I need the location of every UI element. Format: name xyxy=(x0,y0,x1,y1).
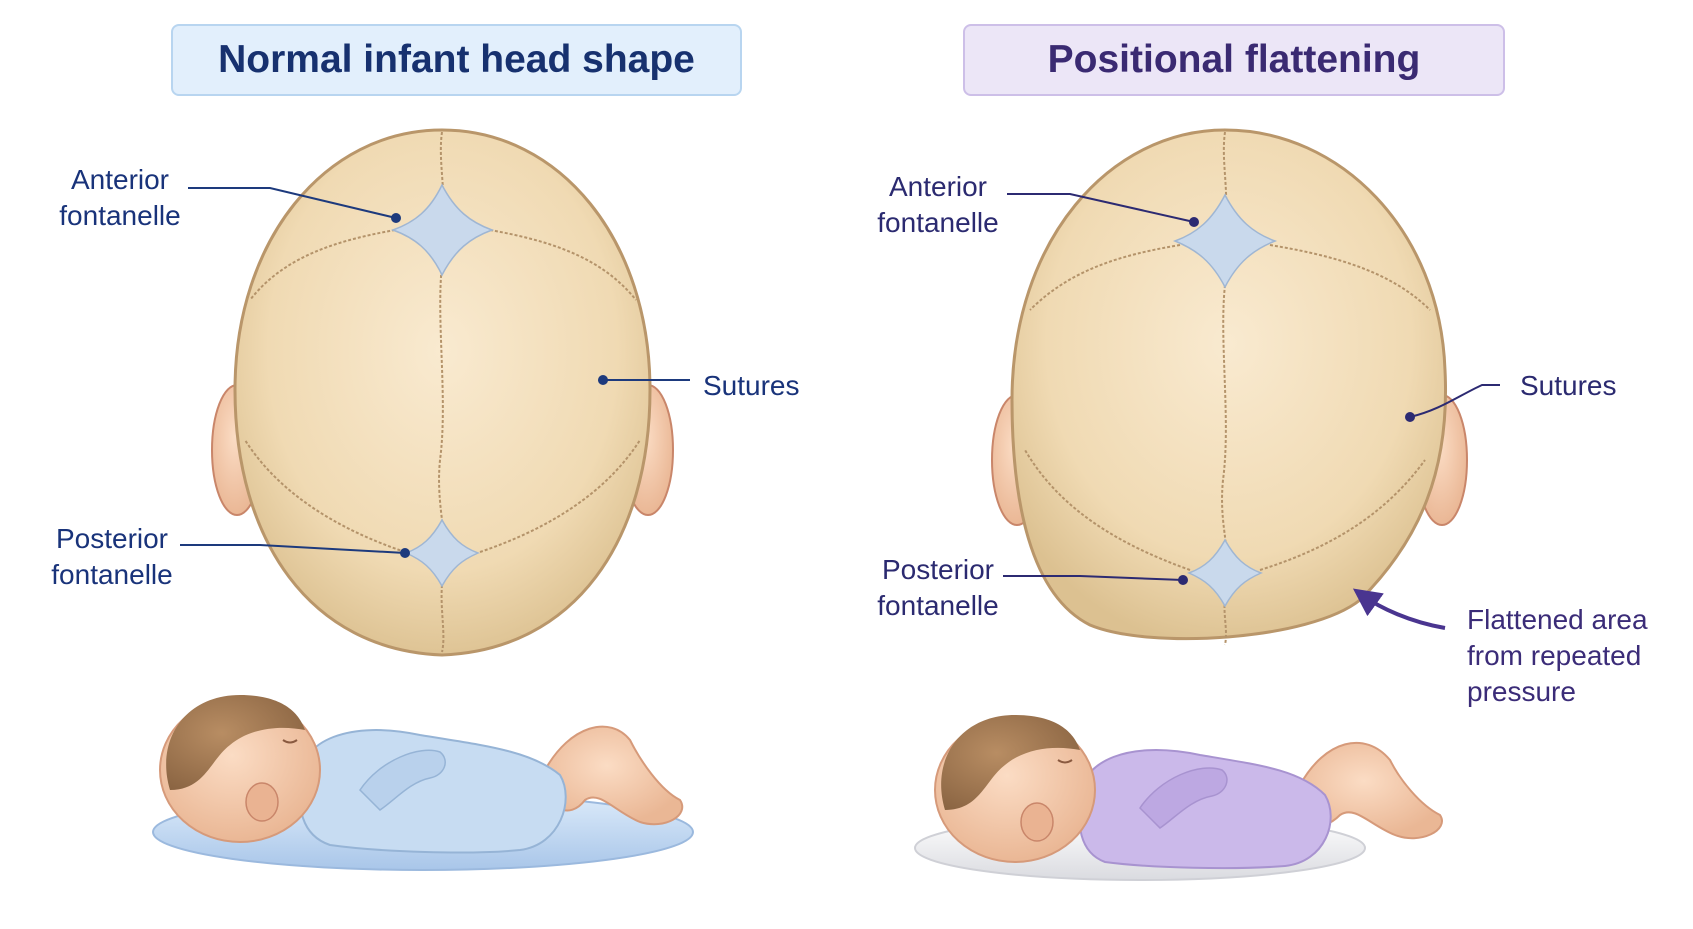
baby-left-onesie xyxy=(298,729,567,854)
normal-posterior-fontanelle xyxy=(404,518,480,588)
flattened-anterior-line1: Anterior xyxy=(888,171,988,202)
flattened-sutures xyxy=(1024,131,1431,646)
flattened-sutures-leader xyxy=(1409,384,1500,418)
title-normal-head-shape: Normal infant head shape xyxy=(171,24,742,96)
flattened-posterior-line2: fontanelle xyxy=(877,590,999,621)
flattened-anterior-leader xyxy=(1007,193,1195,223)
flattened-posterior-leader xyxy=(1003,575,1184,581)
flattened-posterior-line1: Posterior xyxy=(881,554,995,585)
flattened-area-label: Flattened area from repeated pressure xyxy=(1467,602,1648,710)
baby-left-arm xyxy=(359,749,446,811)
title-normal-text: Normal infant head shape xyxy=(218,38,695,81)
baby-left-eye xyxy=(282,739,298,744)
flattened-posterior-fontanelle xyxy=(1187,538,1263,608)
title-positional-flattening: Positional flattening xyxy=(963,24,1505,96)
flattened-posterior-fontanelle-label: Posterior fontanelle xyxy=(870,552,1006,624)
baby-left-legs xyxy=(543,725,684,826)
normal-head xyxy=(180,128,690,657)
flattened-anterior-fontanelle xyxy=(1172,193,1278,289)
baby-right-onesie xyxy=(1078,749,1332,870)
flattened-head xyxy=(991,128,1500,646)
flattened-area-line3: pressure xyxy=(1467,676,1576,707)
flattened-area-line2: from repeated xyxy=(1467,640,1642,671)
flattened-anterior-dot xyxy=(1189,217,1199,227)
normal-posterior-line1: Posterior xyxy=(55,523,169,554)
normal-anterior-fontanelle xyxy=(390,183,495,277)
title-flattening-text: Positional flattening xyxy=(1047,38,1421,81)
baby-right-arm xyxy=(1139,767,1228,829)
normal-anterior-line2: fontanelle xyxy=(59,200,181,231)
normal-posterior-fontanelle-label: Posterior fontanelle xyxy=(44,521,180,593)
baby-left-ear xyxy=(245,782,279,822)
flattened-area-line1: Flattened area xyxy=(1467,604,1648,635)
flattened-sutures-label: Sutures xyxy=(1520,370,1617,401)
flattened-skull xyxy=(1010,128,1448,641)
normal-posterior-leader xyxy=(180,544,406,554)
flattened-area-arrow xyxy=(1352,588,1446,630)
normal-posterior-line2: fontanelle xyxy=(51,559,173,590)
normal-anterior-dot xyxy=(391,213,401,223)
baby-on-blue-mat xyxy=(152,695,694,871)
normal-posterior-dot xyxy=(400,548,410,558)
flattened-anterior-fontanelle-label: Anterior fontanelle xyxy=(870,169,1006,241)
baby-left-hair xyxy=(166,695,305,790)
baby-right-eye xyxy=(1057,759,1073,764)
normal-anterior-line1: Anterior xyxy=(70,164,170,195)
flattened-anterior-line2: fontanelle xyxy=(877,207,999,238)
baby-right-hair xyxy=(941,715,1080,810)
normal-sutures-dot xyxy=(598,375,608,385)
flattened-posterior-dot xyxy=(1178,575,1188,585)
flattened-sutures-dot xyxy=(1405,412,1415,422)
baby-on-white-mat xyxy=(914,715,1443,881)
normal-anterior-leader xyxy=(188,187,397,219)
normal-anterior-fontanelle-label: Anterior fontanelle xyxy=(52,162,188,234)
normal-sutures-label: Sutures xyxy=(703,370,800,401)
baby-right-legs xyxy=(1298,741,1443,840)
baby-right-ear xyxy=(1020,802,1054,842)
